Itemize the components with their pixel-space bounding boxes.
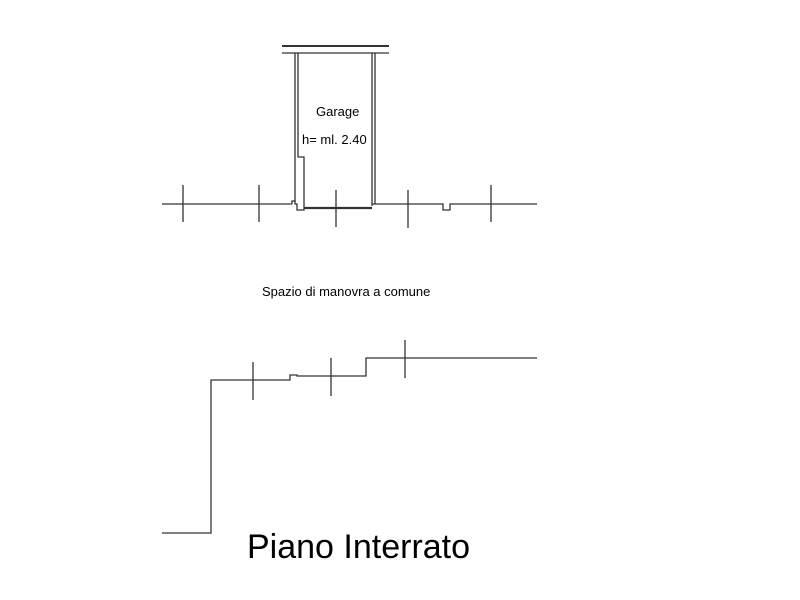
wall-line [372,203,537,211]
wall-line [162,357,537,534]
upper-boundary [162,185,537,228]
garage-pillar [291,200,305,211]
floor-title: Piano Interrato [247,528,471,566]
room-name-label: Garage [316,104,360,119]
garage-left-wall-inner [297,53,305,208]
shared-area-label: Spazio di manovra a comune [262,284,431,299]
garage-walls [282,45,389,211]
room-height-label: h= ml. 2.40 [302,132,367,147]
lower-boundary [162,340,537,534]
